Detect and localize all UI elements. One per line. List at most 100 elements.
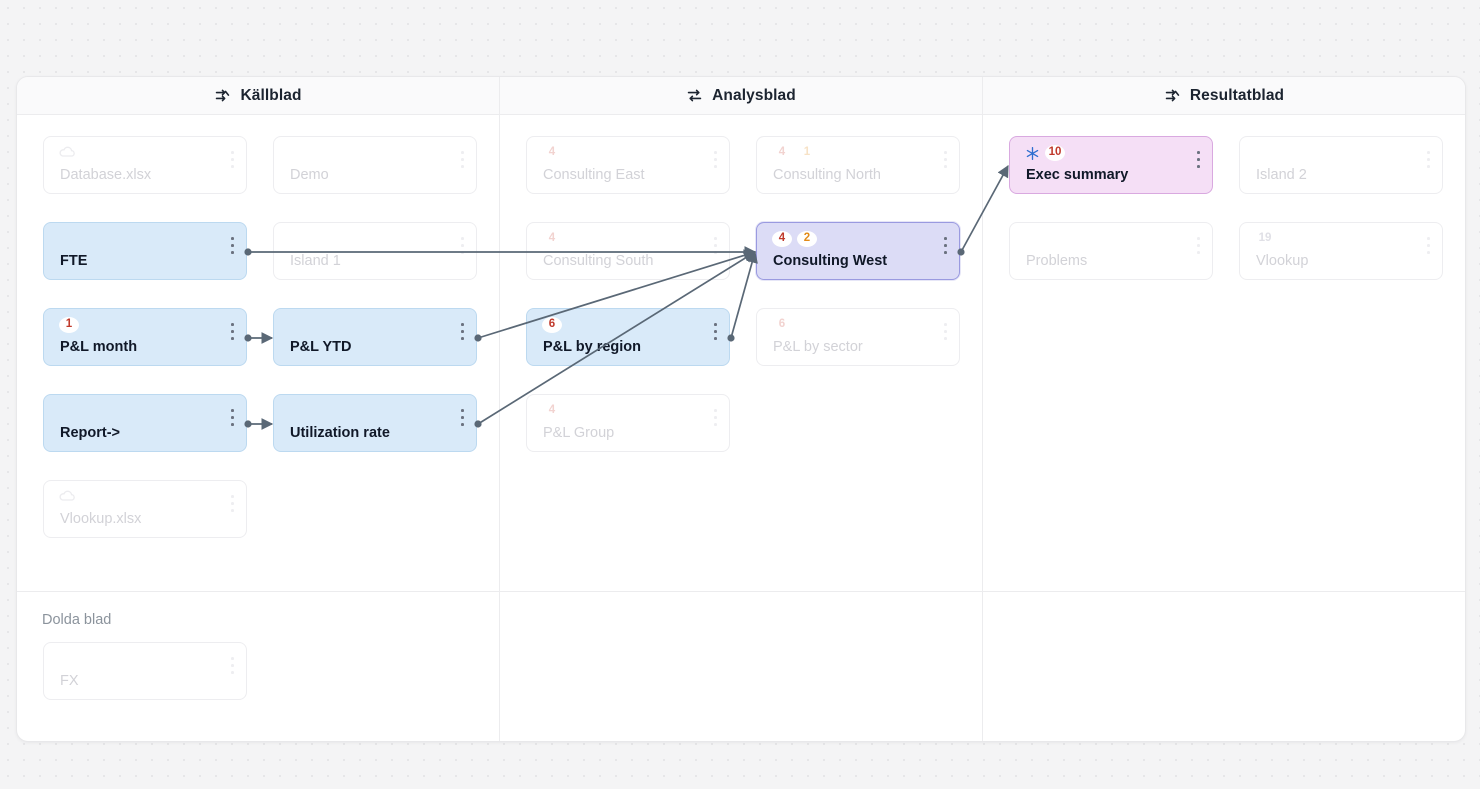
- card-label: Island 1: [290, 253, 341, 269]
- card-badge: 4: [772, 231, 792, 247]
- sheet-card[interactable]: FTE: [43, 222, 247, 280]
- column-title: Källblad: [240, 86, 302, 104]
- hidden-sheets-area: Dolda blad FX: [17, 591, 1465, 741]
- sheet-card[interactable]: Demo: [273, 136, 477, 194]
- sheet-card[interactable]: P&L YTD: [273, 308, 477, 366]
- card-menu-kebab-icon[interactable]: [231, 409, 234, 426]
- column-title: Resultatblad: [1189, 86, 1285, 104]
- card-menu-kebab-icon[interactable]: [231, 323, 234, 340]
- sheet-card[interactable]: Island 1: [273, 222, 477, 280]
- card-label: Problems: [1026, 253, 1088, 269]
- card-menu-kebab-icon[interactable]: [944, 323, 947, 340]
- card-badge: 1: [797, 145, 817, 161]
- card-label: Vlookup.xlsx: [60, 511, 142, 527]
- card-label: FX: [60, 673, 79, 689]
- shuffle-right-icon: [1164, 87, 1181, 104]
- card-label: P&L Group: [543, 425, 615, 441]
- column-header-analysblad[interactable]: Analysblad: [500, 77, 983, 114]
- column-header-kallblad[interactable]: Källblad: [17, 77, 500, 114]
- card-badges: 1: [59, 316, 79, 334]
- card-menu-kebab-icon[interactable]: [1427, 237, 1430, 254]
- hidden-sheets-column-2: [500, 592, 983, 741]
- card-label: Island 2: [1256, 167, 1307, 183]
- sheet-card[interactable]: Database.xlsx: [43, 136, 247, 194]
- card-menu-kebab-icon[interactable]: [231, 151, 234, 168]
- card-badge: 4: [542, 145, 562, 161]
- card-badge: 10: [1045, 145, 1065, 161]
- card-label: FTE: [60, 253, 88, 269]
- card-menu-kebab-icon[interactable]: [461, 409, 464, 426]
- card-label: Exec summary: [1026, 167, 1129, 183]
- card-menu-kebab-icon[interactable]: [714, 323, 717, 340]
- card-badge: 2: [797, 231, 817, 247]
- card-menu-kebab-icon[interactable]: [944, 151, 947, 168]
- card-menu-kebab-icon[interactable]: [714, 151, 717, 168]
- sheet-card[interactable]: Problems: [1009, 222, 1213, 280]
- card-menu-kebab-icon[interactable]: [461, 237, 464, 254]
- card-menu-kebab-icon[interactable]: [1197, 237, 1200, 254]
- card-label: Consulting East: [543, 167, 645, 183]
- sheet-card[interactable]: Vlookup.xlsx: [43, 480, 247, 538]
- hidden-sheets-title: Dolda blad: [42, 612, 112, 628]
- column-title: Analysblad: [712, 86, 796, 104]
- hidden-sheets-column-3: [983, 592, 1465, 741]
- sheet-card[interactable]: Island 2: [1239, 136, 1443, 194]
- sparkle-icon: [1025, 146, 1040, 161]
- card-label: P&L by sector: [773, 339, 863, 355]
- card-label: P&L by region: [543, 339, 642, 355]
- column-header-resultatblad[interactable]: Resultatblad: [983, 77, 1465, 114]
- card-menu-kebab-icon[interactable]: [461, 151, 464, 168]
- card-menu-kebab-icon[interactable]: [231, 657, 234, 674]
- card-badge: 4: [772, 145, 792, 161]
- cloud-icon: [59, 489, 75, 501]
- card-menu-kebab-icon[interactable]: [461, 323, 464, 340]
- card-label: Vlookup: [1256, 253, 1309, 269]
- card-label: P&L YTD: [290, 339, 352, 355]
- card-badges: 6: [772, 316, 792, 334]
- card-label: Consulting West: [773, 253, 888, 269]
- card-badges: 10: [1025, 144, 1065, 162]
- card-label: Consulting North: [773, 167, 881, 183]
- card-label: Report->: [60, 425, 121, 441]
- sheet-card[interactable]: Report->: [43, 394, 247, 452]
- card-badge: 6: [542, 317, 562, 333]
- cloud-icon: [59, 145, 75, 157]
- card-menu-kebab-icon[interactable]: [1197, 151, 1200, 168]
- card-badge: 4: [542, 231, 562, 247]
- column-header-row: Källblad Analysblad Resultatblad: [17, 77, 1465, 115]
- card-menu-kebab-icon[interactable]: [1427, 151, 1430, 168]
- card-label: Utilization rate: [290, 425, 390, 441]
- sheet-card[interactable]: FX: [43, 642, 247, 700]
- sheet-map-board: Källblad Analysblad Resultatblad Database.…: [16, 76, 1466, 742]
- card-menu-kebab-icon[interactable]: [231, 495, 234, 512]
- card-menu-kebab-icon[interactable]: [944, 237, 947, 254]
- card-badge: 4: [542, 403, 562, 419]
- card-badges: 4: [542, 402, 562, 420]
- swap-icon: [686, 87, 703, 104]
- card-menu-kebab-icon[interactable]: [714, 237, 717, 254]
- card-badges: 4: [542, 144, 562, 162]
- sheet-card[interactable]: Utilization rate: [273, 394, 477, 452]
- card-menu-kebab-icon[interactable]: [714, 409, 717, 426]
- card-badges: 19: [1255, 230, 1275, 248]
- card-badges: 6: [542, 316, 562, 334]
- hidden-sheets-card-grid: FX: [43, 642, 247, 700]
- card-menu-kebab-icon[interactable]: [231, 237, 234, 254]
